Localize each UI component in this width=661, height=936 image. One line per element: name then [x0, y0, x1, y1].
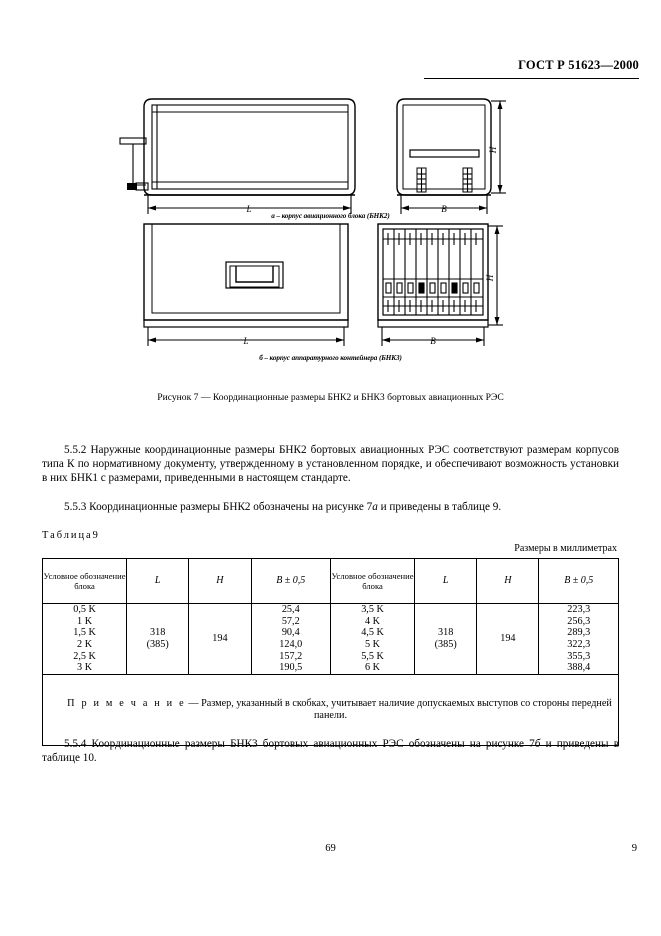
- table-note-row: П р и м е ч а н и е — Размер, указанный …: [42, 674, 619, 746]
- dim-label-L-top: L: [245, 204, 251, 214]
- th-B-right: B ± 0,5: [538, 558, 619, 604]
- page-header: ГОСТ Р 51623—2000: [518, 58, 639, 73]
- paragraph-5-5-2-text: 5.5.2 Наружные координационные размеры Б…: [42, 444, 619, 485]
- cell-right-L: 318(385): [414, 603, 478, 675]
- th-B-left: B ± 0,5: [250, 558, 331, 604]
- paragraph-5-5-3-text-after: и приведены в таблице 9.: [377, 501, 502, 513]
- paragraph-5-5-3: 5.5.3 Координационные размеры БНК2 обозн…: [42, 500, 619, 514]
- table-header-row: Условное обозначение блока L H B ± 0,5 У…: [41, 558, 619, 604]
- paragraph-5-5-2: 5.5.2 Наружные координационные размеры Б…: [42, 443, 619, 485]
- table-note-text: — Размер, указанный в скобках, учитывает…: [185, 698, 612, 721]
- standard-designation: ГОСТ Р 51623—2000: [518, 58, 639, 72]
- paragraph-5-5-4-figure-ref: б: [534, 738, 541, 750]
- dim-label-L-bottom: L: [242, 336, 248, 346]
- th-L-left: L: [126, 558, 190, 604]
- page-number-right: 9: [631, 843, 637, 854]
- dim-label-B-top: B: [441, 204, 447, 214]
- technical-drawing-figure-7: L B H L B H: [119, 98, 506, 346]
- table-units-note: Размеры в миллиметрах: [514, 543, 617, 554]
- figure-caption: Рисунок 7 — Координационные размеры БНК2…: [157, 392, 504, 403]
- th-L-right: L: [414, 558, 478, 604]
- dim-label-H-bottom: H: [485, 274, 495, 282]
- paragraph-5-5-4: 5.5.4 Координационные размеры БНК3 борто…: [42, 737, 619, 765]
- cell-left-H: 194: [188, 603, 252, 675]
- figure-subcaption-a: а – корпус авиационного блока (БНК2): [271, 212, 390, 220]
- figure-subcaption-b: б – корпус аппаратурного контейнера (БНК…: [259, 354, 402, 362]
- cell-left-L: 318(385): [126, 603, 190, 675]
- table-caption-word: Таблица: [42, 530, 93, 541]
- paragraph-5-5-4-text-after: и приведены в таблице 10.: [42, 738, 619, 765]
- figure-7: L B H L B H а – корпус авиационного блок…: [0, 84, 661, 384]
- dim-label-B-bottom: B: [430, 336, 436, 346]
- th-H-right: H: [476, 558, 540, 604]
- paragraph-5-5-3-text-before: 5.5.3 Координационные размеры БНК2 обозн…: [64, 501, 373, 513]
- th-block-designation-left: Условное обозначение блока: [41, 558, 128, 604]
- th-H-left: H: [188, 558, 252, 604]
- table-note-label: П р и м е ч а н и е: [67, 698, 186, 710]
- paragraph-5-5-3-figure-ref: а: [372, 501, 378, 513]
- cell-right-H: 194: [476, 603, 540, 675]
- table-caption-number: 9: [92, 530, 98, 541]
- table-note: П р и м е ч а н и е — Размер, указанный …: [42, 674, 619, 746]
- dim-label-H-top: H: [488, 146, 498, 154]
- page-number-center: 69: [325, 843, 336, 854]
- th-block-designation-right: Условное обозначение блока: [329, 558, 416, 604]
- table-caption: Таблица9: [42, 530, 98, 541]
- paragraph-5-5-4-text-before: 5.5.4 Координационные размеры БНК3 борто…: [64, 738, 535, 750]
- dimensions-table-9: Условное обозначение блока L H B ± 0,5 У…: [41, 558, 619, 746]
- header-rule: [424, 78, 639, 80]
